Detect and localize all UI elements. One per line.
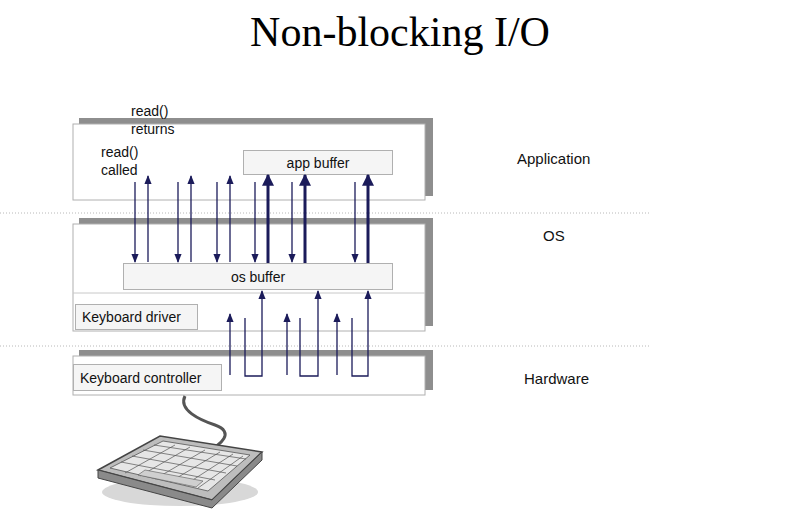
data-copy-arrow — [267, 175, 270, 263]
buffer-box: app buffer — [243, 150, 393, 175]
layer-label: OS — [543, 226, 603, 246]
application-layer — [73, 124, 425, 200]
buffer-box: Keyboard driver — [75, 304, 198, 330]
buffer-box: Keyboard controller — [73, 364, 222, 391]
os-layer — [73, 224, 425, 331]
layer-divider — [73, 293, 425, 294]
layer-label: Hardware — [524, 369, 624, 389]
layer-separator — [0, 213, 650, 214]
call-label: read() called — [101, 143, 153, 179]
node-text: Keyboard driver — [82, 309, 181, 325]
node-text: Keyboard controller — [80, 370, 201, 386]
data-copy-arrow — [367, 175, 370, 263]
layer-label: Application — [517, 149, 637, 169]
node-text: app buffer — [287, 155, 350, 171]
node-text: os buffer — [231, 269, 285, 285]
diagram-title: Non-blocking I/O — [0, 8, 800, 56]
keyboard-illustration — [98, 436, 262, 508]
call-label: read() returns — [131, 102, 189, 138]
layer-separator — [0, 346, 650, 347]
interrupt-arrows — [230, 291, 368, 376]
buffer-box: os buffer — [123, 263, 393, 290]
data-copy-arrow — [304, 175, 307, 263]
syscall-arrows — [135, 176, 355, 262]
